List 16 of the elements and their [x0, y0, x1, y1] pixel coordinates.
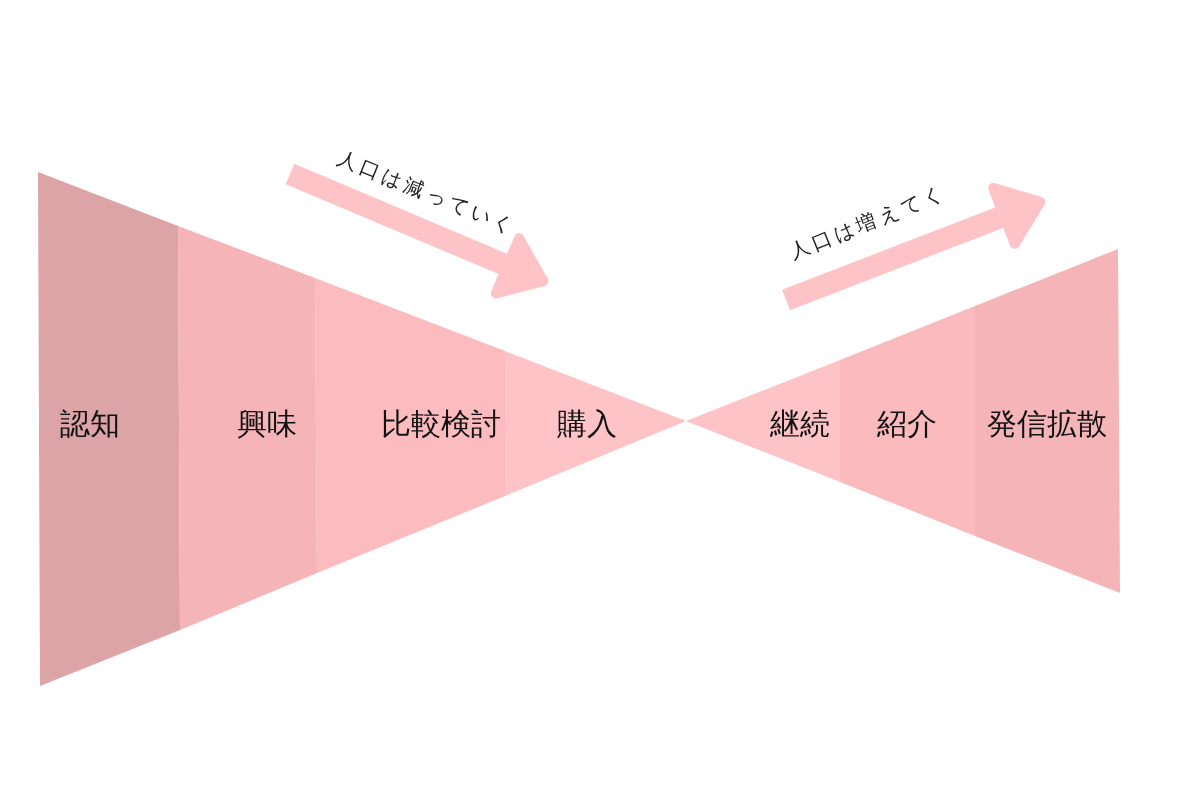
- funnel-segment: [178, 226, 317, 630]
- funnel-segment: [315, 278, 505, 573]
- funnel-segment: [975, 249, 1120, 593]
- stage-label: 購入: [557, 406, 617, 442]
- stage-label: 継続: [770, 406, 830, 442]
- funnel-segment: [38, 172, 180, 686]
- arrow-caption: 人口は増えてく: [785, 179, 951, 265]
- arrow-caption: 人口は減っていく: [333, 146, 521, 240]
- funnel-segment: [840, 306, 975, 536]
- stage-label: 興味: [237, 406, 297, 442]
- stage-label: 発信拡散: [987, 406, 1107, 442]
- stage-label: 紹介: [877, 406, 937, 442]
- stage-label: 比較検討: [381, 406, 501, 442]
- funnel-segment: [686, 360, 840, 482]
- funnel-segment: [505, 351, 686, 496]
- stage-label: 認知: [60, 406, 120, 442]
